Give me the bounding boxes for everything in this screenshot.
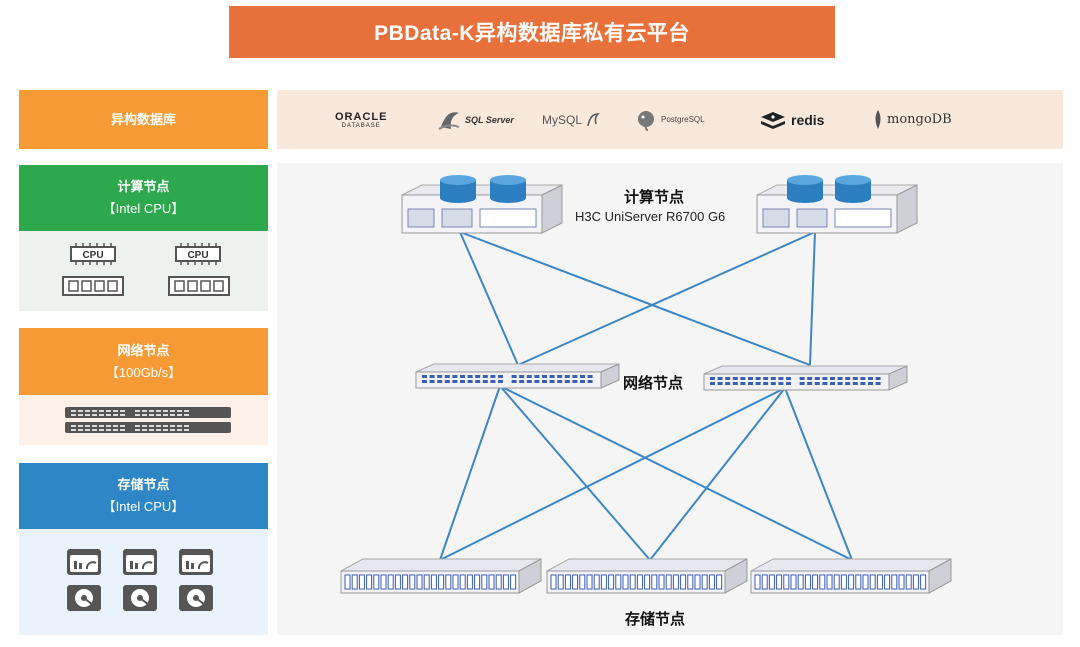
storage-array-3 [750,558,952,594]
network-category-header: 网络节点 【100Gb/s】 [19,328,268,395]
cpu-icon: CPU [175,243,221,265]
database-logo-strip: ORACLE DATABASE SQL Server MySQL Postgre… [277,90,1063,149]
database-cylinder-icon [440,175,476,203]
storage-category-label: 存储节点 [117,477,170,492]
topology-links [439,231,853,561]
db-category-header: 异构数据库 [19,90,268,149]
mongodb-logo-text: mongoDB [887,112,952,127]
compute-server-1 [401,175,563,234]
link-switch1-storage3 [499,385,853,561]
compute-server-2 [756,175,918,234]
topology-panel [277,163,1063,635]
storage-category-sub: 【Intel CPU】 [102,499,185,514]
link-switch2-storage2 [649,387,786,561]
storage-array-1 [340,558,542,594]
network-category-sub: 【100Gb/s】 [105,364,182,380]
dolphin-icon [587,112,600,126]
link-compute1-switch2 [459,231,811,366]
network-node-label: 网络节点 [623,375,684,392]
switch-icon [65,407,231,418]
disk-platter-icon [123,585,157,611]
database-cylinder-icon [787,175,823,203]
link-compute1-switch1 [459,231,519,366]
compute-node-label: 计算节点 [624,189,685,206]
cpu-memory-icons: CPU CPU [62,243,230,296]
oracle-logo-text: ORACLE [335,110,388,123]
db-category-label: 异构数据库 [110,111,176,127]
storage-disk-icons [67,549,213,611]
database-cylinder-icon [490,175,526,203]
switch-icons [65,407,231,433]
network-icon-panel [19,395,268,445]
cpu-icon: CPU [70,243,116,265]
cpu-icon-text: CPU [82,250,103,261]
link-switch1-storage1 [439,385,501,561]
compute-icon-panel: CPU CPU [19,231,268,311]
page-title: PBData-K异构数据库私有云平台 [229,6,835,58]
redis-logo: redis [759,90,824,149]
link-compute2-switch2 [809,231,816,366]
hard-drive-icon [123,549,157,575]
hard-drive-icon [67,549,101,575]
compute-category-sub: 【Intel CPU】 [102,201,185,216]
memory-icon [168,276,230,296]
compute-category-label: 计算节点 [117,179,170,194]
mongodb-logo: mongoDB [873,90,952,149]
link-switch2-storage3 [784,387,853,561]
network-category-label: 网络节点 [117,342,170,358]
storage-category-header: 存储节点 【Intel CPU】 [19,463,268,529]
compute-node-model: H3C UniServer R6700 G6 [575,209,726,224]
leaf-icon [875,109,881,129]
elephant-icon [638,110,654,131]
sqlserver-logo: SQL Server [437,90,514,149]
storage-node-label: 存储节点 [625,611,686,628]
cpu-icon-text: CPU [187,250,208,261]
network-switch-2 [703,365,908,391]
postgresql-logo: PostgreSQL [635,90,705,149]
disk-platter-icon [67,585,101,611]
mysql-logo: MySQL [542,90,600,149]
switch-icon [65,422,231,433]
redis-logo-text: redis [791,111,825,128]
mysql-logo-text: MySQL [542,112,583,127]
postgresql-logo-text: PostgreSQL [661,115,705,124]
oracle-logo: ORACLE DATABASE [335,90,387,149]
oracle-logo-sub: DATABASE [341,122,381,129]
link-switch2-storage1 [439,387,786,561]
network-switch-1 [415,363,620,389]
hard-drive-icon [179,549,213,575]
sqlserver-icon [438,111,460,130]
database-cylinder-icon [835,175,871,203]
compute-category-header: 计算节点 【Intel CPU】 [19,165,268,231]
link-switch1-storage2 [499,385,651,561]
storage-icon-panel [19,529,268,635]
storage-array-2 [546,558,748,594]
link-compute2-switch1 [517,231,816,366]
sqlserver-logo-text: SQL Server [465,114,514,125]
memory-icon [62,276,124,296]
disk-platter-icon [179,585,213,611]
redis-icon [761,111,785,129]
